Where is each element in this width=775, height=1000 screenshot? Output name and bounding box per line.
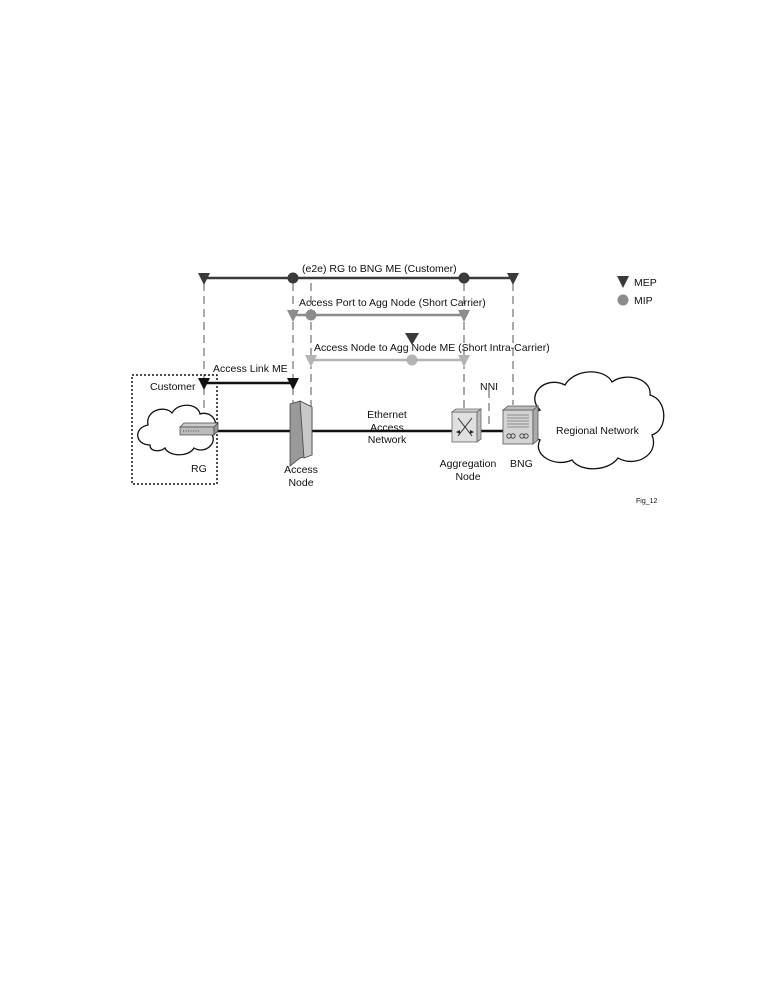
- mep-triangle: [287, 378, 299, 390]
- mep-legend-icon: [617, 276, 629, 288]
- mip-circle: [406, 354, 418, 366]
- bng-label: BNG: [510, 458, 533, 470]
- regional-network-cloud: [528, 371, 665, 470]
- regional-network-label: Regional Network: [556, 425, 640, 437]
- bng-icon: [501, 405, 540, 445]
- mep-triangle: [198, 378, 210, 390]
- mep-triangle: [287, 310, 299, 322]
- mip-legend-icon: [617, 294, 629, 306]
- ethernet-label-2: Access: [370, 422, 404, 434]
- intra-carrier-label: Access Node to Agg Node ME (Short Intra-…: [314, 342, 550, 354]
- nni-label: NNI: [480, 381, 498, 393]
- e2e-me-line: [198, 272, 519, 285]
- short-carrier-me-line: [287, 309, 470, 322]
- mep-triangle: [198, 273, 210, 285]
- customer-cloud: [137, 404, 216, 456]
- rg-label: RG: [191, 463, 207, 475]
- customer-box: [131, 374, 218, 485]
- customer-label: Customer: [150, 381, 196, 393]
- mep-triangle: [507, 273, 519, 285]
- intra-carrier-me-line: [305, 354, 470, 367]
- aggregation-label-1: Aggregation: [440, 458, 497, 470]
- mip-circle: [458, 272, 470, 284]
- access-node-label-1: Access: [284, 464, 318, 476]
- mep-triangle: [458, 355, 470, 367]
- ethernet-label-3: Network: [368, 434, 407, 446]
- mep-triangle: [405, 333, 419, 345]
- e2e-label: (e2e) RG to BNG ME (Customer): [302, 263, 457, 275]
- aggregation-node-icon: [450, 408, 483, 443]
- access-node-icon: [289, 400, 313, 467]
- ethernet-label-1: Ethernet: [367, 409, 407, 421]
- access-node-label-2: Node: [288, 477, 313, 489]
- mip-circle: [287, 272, 299, 284]
- mep-triangle: [458, 310, 470, 322]
- figure-id: Fig_12: [636, 498, 658, 505]
- legend: MEP MIP: [617, 276, 657, 307]
- mip-circle: [305, 309, 317, 321]
- dashed-guides: [203, 283, 514, 428]
- access-link-me-line: [198, 378, 299, 390]
- short-carrier-label: Access Port to Agg Node (Short Carrier): [299, 297, 486, 309]
- aggregation-label-2: Node: [455, 471, 480, 483]
- mep-triangle: [305, 355, 317, 367]
- legend-mep: MEP: [634, 277, 657, 289]
- legend-mip: MIP: [634, 295, 653, 307]
- access-link-label: Access Link ME: [213, 363, 288, 375]
- rg-device-icon: [179, 422, 219, 436]
